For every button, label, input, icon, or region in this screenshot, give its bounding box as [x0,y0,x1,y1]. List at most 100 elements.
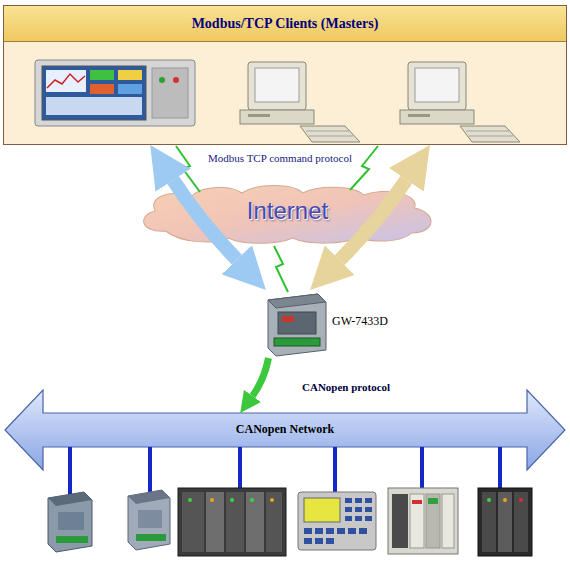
header-band: Modbus/TCP Clients (Masters) [4,6,566,42]
edge-label: CANopen protocol [302,381,390,393]
bus-drop-line-part [238,447,242,490]
hmi-terminal-part-part [345,516,352,521]
controller-rack-part [178,488,286,556]
gateway-device [268,294,326,356]
hmi-panel-part [173,77,179,83]
hmi-panel-part [159,77,165,83]
controller-rack-part [498,492,512,552]
bus-arrow-outline [5,390,565,470]
client-pc-part [240,110,314,124]
hmi-terminal-part-part [355,507,362,512]
controller-rack-part [250,498,254,502]
hmi-panel-part [90,84,114,94]
hmi-terminal-part-part [304,538,312,544]
io-module [48,492,92,552]
hmi-terminal-part-part [355,498,362,503]
hmi-terminal-part-part [315,538,323,544]
bus-drop-line-part [420,447,424,490]
node-title: GW-7433D [332,314,388,329]
plc-rack-part [388,488,458,554]
node-title: Modbus/TCP Clients (Masters) [4,6,566,41]
client-pc-part [306,131,349,132]
controller-rack-part [246,492,264,552]
network-bus: CANopen Network [5,413,565,447]
gateway-device-part [268,294,326,308]
hmi-terminal-part [298,492,376,550]
client-pc-part [400,110,474,124]
hmi-terminal-part-part [337,528,345,534]
hmi-terminal-part-part [355,516,362,521]
controller-rack-part [266,492,282,552]
modbus-link-arrow [340,180,407,260]
gateway-device-part [278,312,316,334]
controller-rack-part [270,498,274,502]
wireless-signal-part [350,146,378,190]
plc-rack-part [410,494,424,548]
hmi-terminal-part-part [359,528,367,534]
modbus-link-arrow [173,180,237,260]
plc-rack-part [426,494,440,548]
controller-rack-part [230,498,234,502]
io-module-part [128,490,170,504]
hmi-terminal-part-part [345,498,352,503]
hmi-panel-part [46,70,86,92]
plc-rack-part [392,494,408,548]
controller-rack-part [478,488,532,556]
controller-rack-part [519,498,523,502]
client-pc-part [408,114,430,117]
controller-rack-part [188,498,192,502]
hmi-terminal-part-part [304,528,312,534]
plc-rack-part [442,494,454,548]
controller-rack [178,488,286,556]
bus-drop-line-part [68,447,72,495]
hmi-terminal [298,492,376,550]
io-module-part [48,492,92,506]
io-module [128,490,170,550]
controller-rack-part [503,498,507,502]
hmi-panel-part [152,68,188,118]
io-module-part [56,536,88,543]
protocol-note: Modbus TCP command protocol [205,151,355,165]
io-module-part [138,510,162,528]
bus-drop-line-part [498,447,502,490]
hmi-terminal-part-part [326,528,334,534]
client-pc-part [300,126,360,142]
plc-rack-part [428,498,438,504]
canopen-link-arrow [252,358,268,396]
bus-drop-line-part [333,447,337,494]
hmi-terminal-part [304,498,340,522]
plc-rack-part [412,500,422,504]
controller-rack [478,488,532,556]
hmi-panel-part [118,84,142,94]
controller-rack-part [182,492,204,552]
client-pc-part [415,68,459,102]
hmi-panel-part [46,97,142,115]
wireless-signal-part [274,246,288,292]
hmi-terminal-part-part [345,507,352,512]
bus-drop-line-part [148,447,152,493]
controller-rack-part [206,492,224,552]
client-pc-part [255,68,299,102]
controller-rack-part [514,492,528,552]
client-pc [240,62,360,142]
io-module-part [58,512,84,530]
client-pc-part [248,114,270,117]
hmi-terminal-part-part [365,507,372,512]
gateway-device-part [282,316,294,322]
client-pc-part [248,62,306,110]
hmi-panel-part [90,70,114,80]
controller-rack-part [226,492,244,552]
controller-rack-part [482,492,496,552]
gateway-device-part [268,294,326,356]
node-title: CANopen Network [45,422,525,437]
hmi-terminal-part [304,498,372,544]
io-module-part [128,490,170,550]
gateway-device-part [274,338,320,346]
hmi-panel-part [42,66,146,120]
hmi-panel-part [35,60,195,126]
hmi-panel-part [118,70,142,80]
hmi-terminal-part-part [326,538,334,544]
